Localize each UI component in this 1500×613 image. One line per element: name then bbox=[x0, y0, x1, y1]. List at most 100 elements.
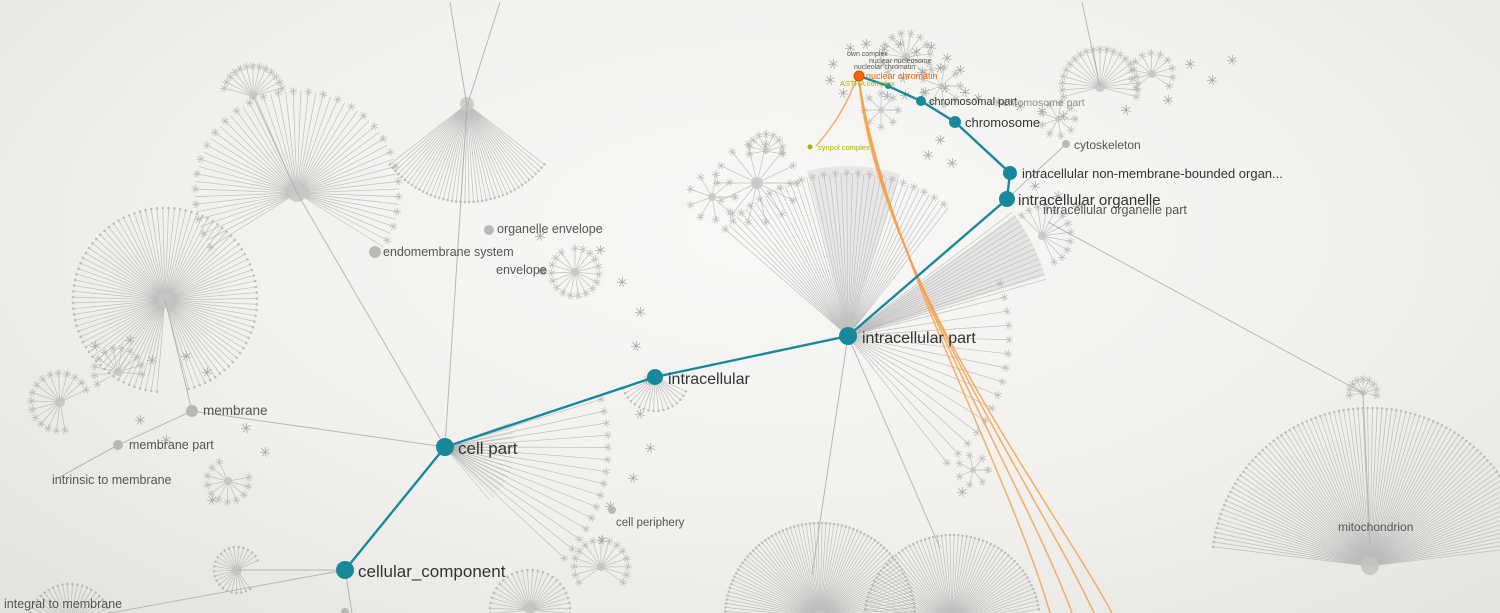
node-burst-icon bbox=[711, 215, 720, 224]
node-burst-icon bbox=[634, 306, 645, 317]
node-burst-icon bbox=[117, 344, 126, 353]
node-burst-icon bbox=[191, 184, 199, 193]
node-burst-icon bbox=[711, 170, 720, 179]
node-burst-icon bbox=[1038, 120, 1046, 129]
node-burst-icon bbox=[634, 408, 645, 419]
fan-wedge bbox=[848, 214, 1045, 336]
term-label-small[interactable]: nucleolar chromatin bbox=[854, 64, 915, 71]
node-label-chromosome[interactable]: chromosome bbox=[965, 115, 1040, 130]
node-label-intracellular-part[interactable]: intracellular part bbox=[862, 330, 976, 347]
node-burst-icon bbox=[571, 570, 580, 579]
node-burst-icon bbox=[1029, 180, 1040, 191]
term-label-small[interactable]: synpol complex bbox=[818, 143, 870, 152]
node-burst-icon bbox=[725, 178, 734, 187]
term-node[interactable] bbox=[341, 608, 349, 613]
node-label-intracellular-organelle[interactable]: intracellular organelle bbox=[1018, 192, 1161, 209]
node-burst-icon bbox=[596, 395, 605, 404]
node-burst-icon bbox=[622, 570, 631, 579]
fan-cluster bbox=[212, 545, 260, 595]
node-burst-icon bbox=[126, 347, 135, 356]
node-burst-icon bbox=[819, 170, 828, 179]
node-burst-icon bbox=[304, 87, 313, 96]
term-label[interactable]: membrane bbox=[203, 403, 268, 418]
term-label[interactable]: membrane part bbox=[129, 438, 214, 452]
node-intracellular[interactable] bbox=[647, 369, 663, 385]
node-burst-icon bbox=[568, 544, 577, 553]
node-burst-icon bbox=[240, 422, 251, 433]
node-label-intracellular[interactable]: intracellular bbox=[668, 371, 750, 388]
node-label-cell-part[interactable]: cell part bbox=[458, 439, 518, 458]
node-burst-icon bbox=[939, 82, 950, 93]
node-burst-icon bbox=[569, 562, 578, 571]
graph-edge bbox=[191, 410, 446, 448]
node-label-nuclear-chromatin[interactable]: nuclear chromatin bbox=[866, 71, 938, 81]
term-label-small[interactable]: ASTRA complex bbox=[840, 79, 895, 88]
node-burst-icon bbox=[27, 405, 36, 414]
node-intracellular-non-membrane-bounded-organelle[interactable] bbox=[1003, 166, 1017, 180]
node-label-chromosomal-part[interactable]: chromosomal part bbox=[929, 96, 1017, 108]
node-label-cellular-component[interactable]: cellular_component bbox=[358, 562, 506, 581]
node-burst-icon bbox=[954, 64, 965, 75]
term-label[interactable]: intrinsic to membrane bbox=[52, 473, 172, 487]
node-chromatin-junction[interactable] bbox=[885, 83, 891, 89]
node-burst-icon bbox=[939, 200, 948, 209]
node-burst-icon bbox=[925, 59, 933, 68]
node-burst-icon bbox=[1042, 203, 1051, 212]
node-burst-icon bbox=[1066, 228, 1075, 237]
node-burst-icon bbox=[1372, 391, 1381, 400]
term-label[interactable]: endomembrane system bbox=[383, 245, 514, 259]
term-label[interactable]: cytoskeleton bbox=[1074, 138, 1141, 152]
fan-cluster bbox=[1211, 406, 1500, 575]
term-node[interactable] bbox=[484, 225, 494, 235]
node-burst-icon bbox=[599, 407, 608, 416]
node-burst-icon bbox=[956, 486, 967, 497]
node-nuclear-chromatin[interactable] bbox=[853, 70, 865, 82]
node-cell-part[interactable] bbox=[436, 438, 454, 456]
complex-node[interactable] bbox=[807, 144, 813, 150]
node-chromosomal-part[interactable] bbox=[916, 96, 926, 106]
node-burst-icon bbox=[587, 514, 596, 523]
node-cellular-component[interactable] bbox=[336, 561, 354, 579]
term-label[interactable]: integral to membrane bbox=[4, 597, 122, 611]
node-burst-icon bbox=[319, 90, 328, 99]
node-burst-icon bbox=[619, 578, 628, 587]
node-burst-icon bbox=[775, 183, 784, 192]
node-burst-icon bbox=[1372, 385, 1381, 394]
term-label[interactable]: envelope bbox=[496, 263, 547, 277]
term-node[interactable] bbox=[186, 405, 198, 417]
term-node[interactable] bbox=[1062, 140, 1070, 148]
term-node[interactable] bbox=[539, 267, 547, 275]
node-intracellular-organelle[interactable] bbox=[999, 191, 1015, 207]
node-burst-icon bbox=[267, 68, 276, 77]
node-burst-icon bbox=[777, 210, 786, 219]
node-burst-icon bbox=[220, 84, 228, 93]
node-label-intracellular-non-membrane-bounded-organelle[interactable]: intracellular non-membrane-bounded organ… bbox=[1022, 166, 1283, 181]
node-burst-icon bbox=[778, 142, 787, 151]
term-label[interactable]: cell periphery bbox=[616, 517, 685, 529]
graph-edge bbox=[449, 1, 468, 107]
term-label-small[interactable]: own complex bbox=[847, 51, 888, 58]
node-burst-icon bbox=[1156, 50, 1165, 59]
node-burst-icon bbox=[893, 105, 902, 114]
fan-cluster bbox=[859, 88, 902, 131]
term-node[interactable] bbox=[113, 440, 123, 450]
term-label[interactable]: chromosome part bbox=[1003, 97, 1085, 109]
node-burst-icon bbox=[1059, 72, 1068, 81]
node-burst-icon bbox=[754, 131, 763, 140]
term-label-small[interactable]: nuclear nucleosome bbox=[869, 58, 932, 65]
term-node[interactable] bbox=[369, 246, 381, 258]
node-burst-icon bbox=[594, 244, 605, 255]
term-label[interactable]: organelle envelope bbox=[497, 222, 603, 236]
node-intracellular-part[interactable] bbox=[839, 327, 857, 345]
term-node[interactable] bbox=[608, 506, 616, 514]
node-burst-icon bbox=[581, 289, 590, 298]
node-burst-icon bbox=[1067, 104, 1075, 112]
node-burst-icon bbox=[588, 537, 597, 546]
term-label[interactable]: intracellular organelle part bbox=[1043, 203, 1187, 217]
term-label[interactable]: mitochondrion bbox=[1338, 520, 1413, 534]
node-burst-icon bbox=[761, 129, 770, 138]
node-burst-icon bbox=[599, 479, 608, 488]
node-burst-icon bbox=[748, 136, 757, 144]
node-chromosome[interactable] bbox=[949, 116, 961, 128]
